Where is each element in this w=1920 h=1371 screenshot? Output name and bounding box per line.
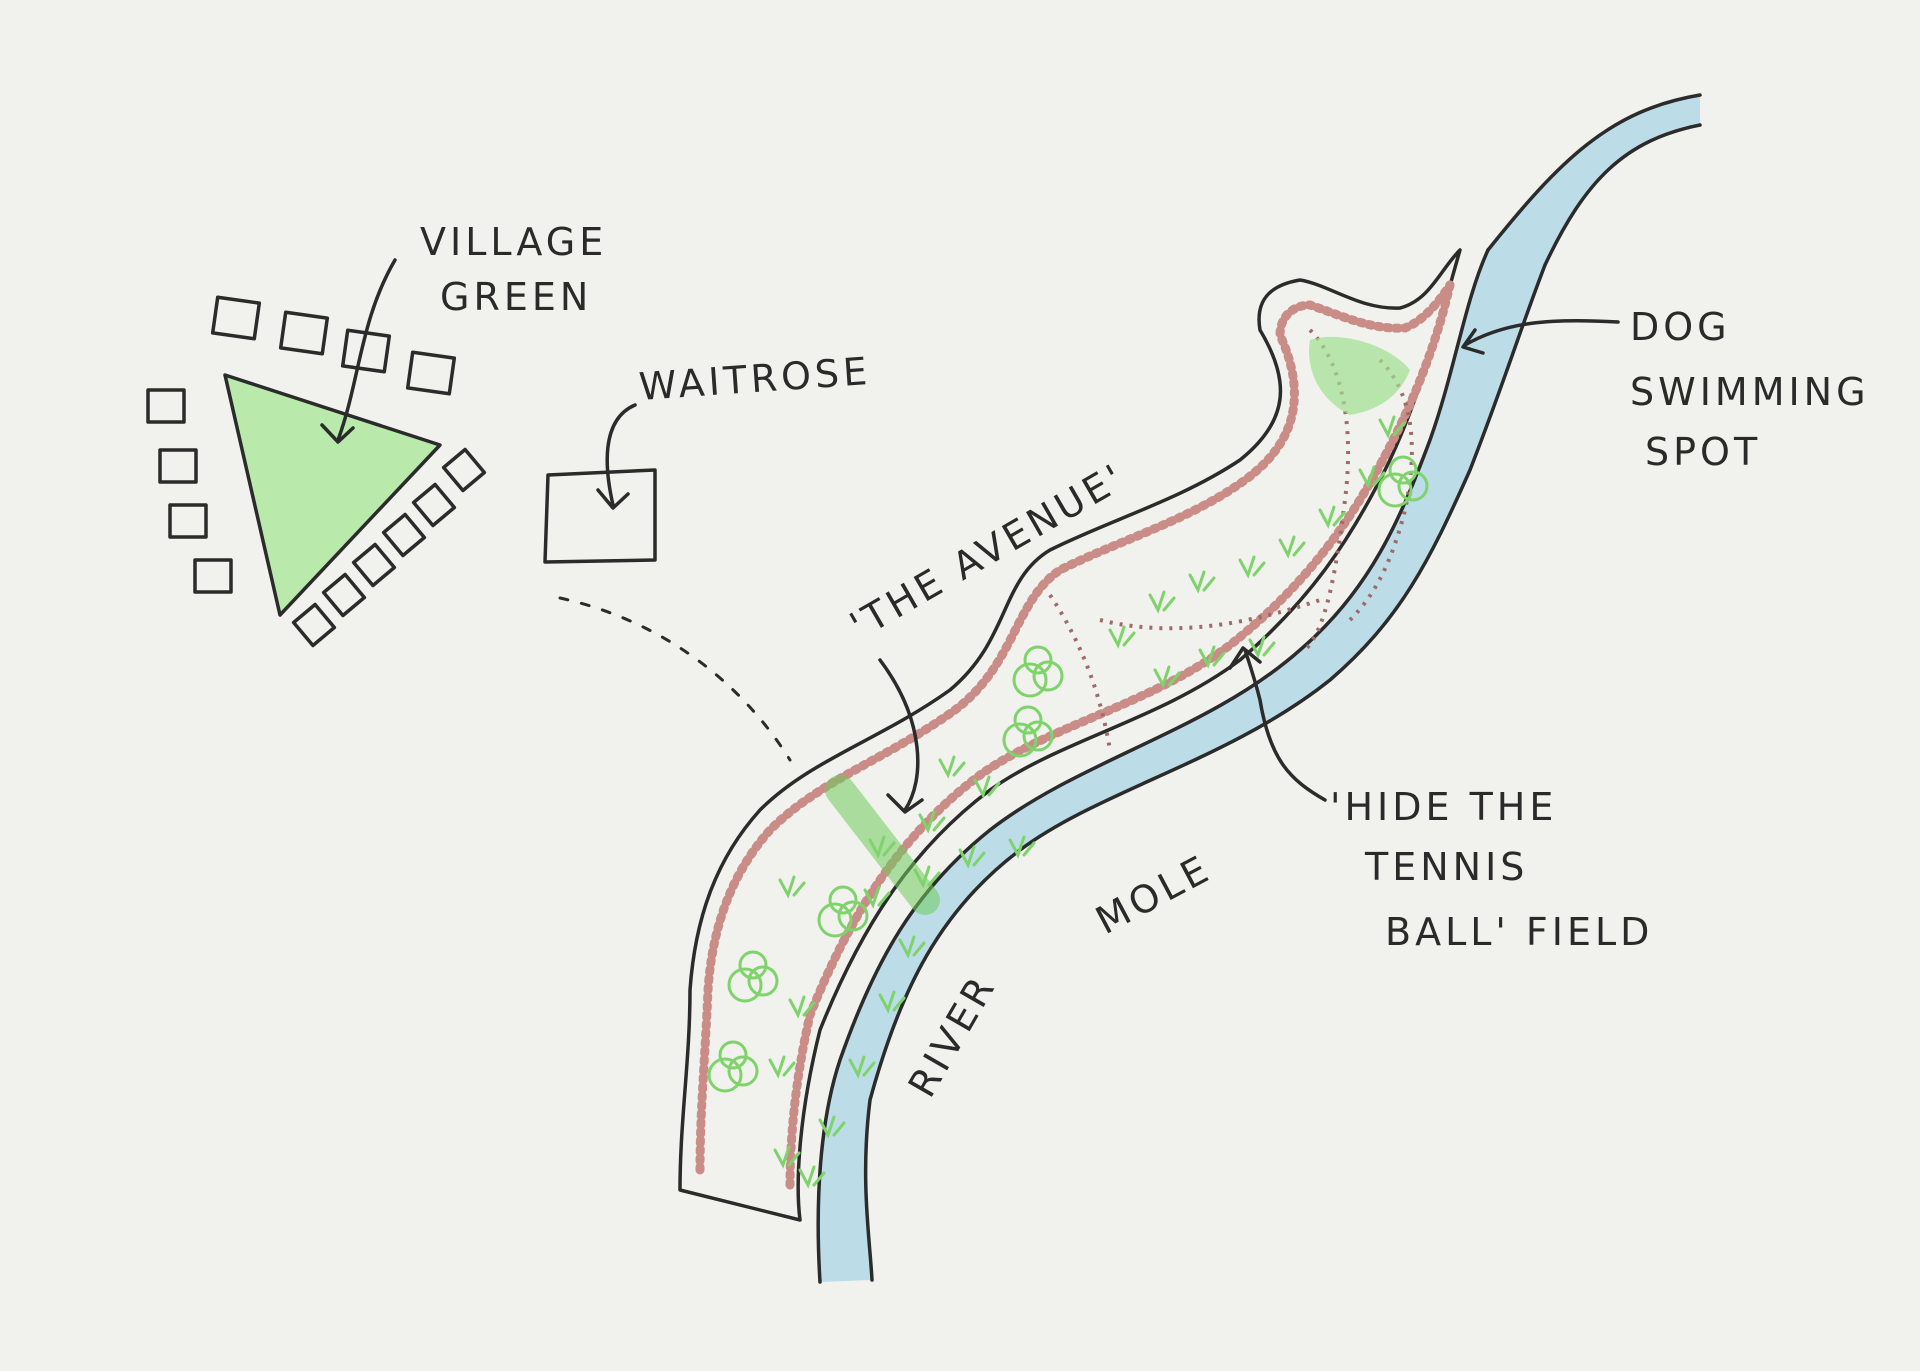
label-waitrose: WAITROSE bbox=[638, 349, 873, 409]
arrows bbox=[320, 258, 1620, 814]
dashed-route bbox=[558, 596, 792, 762]
arrow-tennis-field bbox=[1228, 646, 1327, 802]
arrow-waitrose bbox=[596, 403, 637, 510]
label-village-green-2: GREEN bbox=[440, 275, 592, 319]
label-avenue: 'THE AVENUE' bbox=[843, 454, 1134, 647]
houses bbox=[146, 295, 487, 648]
arrow-dog-spot bbox=[1461, 318, 1620, 355]
waitrose-building bbox=[543, 468, 657, 564]
label-dog-line2: SWIMMING bbox=[1630, 370, 1870, 414]
river-mole bbox=[816, 93, 1702, 1284]
label-dog-line3: SPOT bbox=[1645, 430, 1761, 474]
tree-symbols bbox=[707, 455, 1429, 1093]
grass-symbols bbox=[768, 415, 1406, 1189]
village-green bbox=[146, 295, 487, 648]
dog-meadow bbox=[1309, 336, 1410, 415]
arrow-village-green bbox=[320, 258, 397, 444]
label-tennis-line3: BALL' FIELD bbox=[1385, 910, 1653, 954]
label-dog-line1: DOG bbox=[1630, 305, 1731, 349]
park-area bbox=[678, 248, 1462, 1222]
label-tennis-line2: TENNIS bbox=[1364, 845, 1528, 889]
arrow-avenue bbox=[878, 658, 924, 814]
label-river: RIVER bbox=[900, 966, 1005, 1104]
label-mole: MOLE bbox=[1089, 846, 1219, 943]
label-tennis-line1: 'HIDE THE bbox=[1330, 785, 1557, 829]
label-village-green: VILLAGE bbox=[420, 220, 607, 264]
